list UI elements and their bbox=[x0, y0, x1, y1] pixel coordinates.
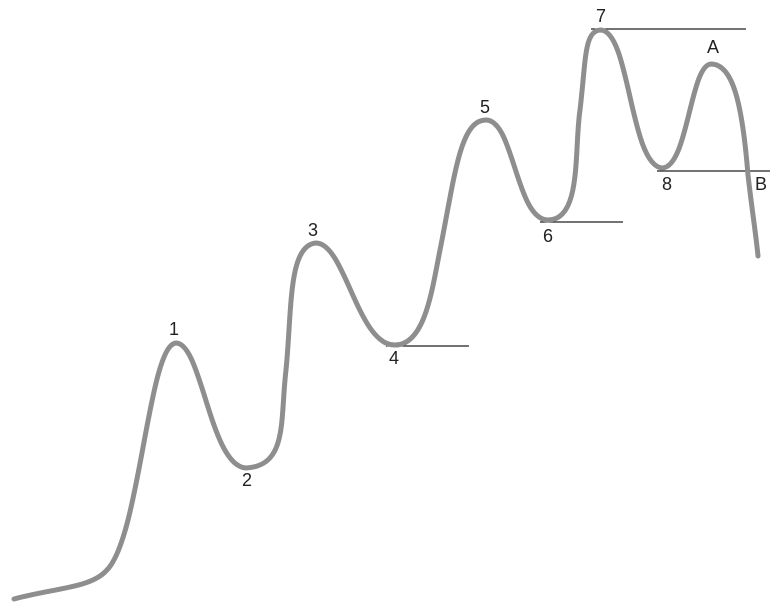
point-label-8: 8 bbox=[662, 174, 672, 194]
point-label-B: B bbox=[755, 174, 767, 194]
point-label-6: 6 bbox=[543, 226, 553, 246]
price-curve bbox=[11, 27, 761, 602]
point-label-2: 2 bbox=[242, 470, 252, 490]
point-label-1: 1 bbox=[169, 319, 179, 339]
point-label-3: 3 bbox=[308, 220, 318, 240]
point-label-A: A bbox=[707, 37, 719, 57]
point-label-5: 5 bbox=[480, 97, 490, 117]
point-label-7: 7 bbox=[596, 6, 606, 26]
point-label-4: 4 bbox=[389, 348, 399, 368]
